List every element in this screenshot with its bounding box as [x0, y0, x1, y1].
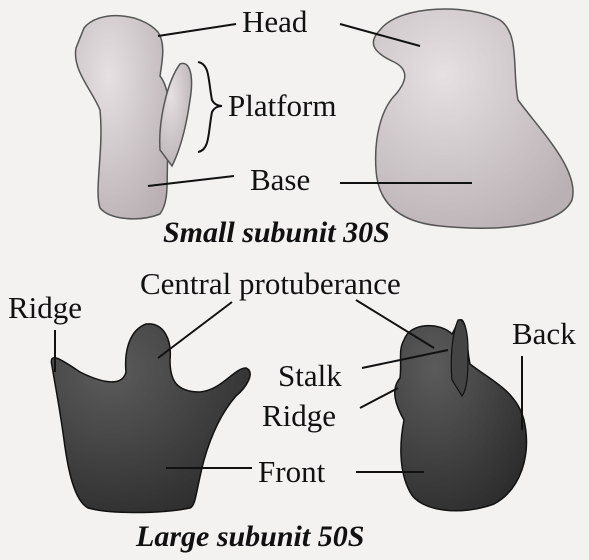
label-platform: Platform [228, 90, 337, 121]
label-ridge-center: Ridge [262, 400, 336, 431]
label-central-protuberance: Central protuberance [140, 268, 401, 299]
caption-small-subunit: Small subunit 30S [163, 218, 390, 248]
small-subunit-left-body [75, 16, 169, 219]
ridge-leader-center [360, 388, 398, 408]
small-subunit-platform [160, 63, 192, 166]
label-front: Front [258, 456, 325, 487]
platform-brace [198, 62, 222, 152]
label-back: Back [512, 318, 576, 349]
label-ridge-left: Ridge [8, 292, 82, 323]
head-leader-left [158, 24, 236, 36]
central-protuberance-leader-right [356, 300, 434, 348]
label-head: Head [242, 6, 307, 37]
label-stalk: Stalk [278, 360, 342, 391]
central-protuberance-leader-left [158, 302, 232, 358]
large-subunit-left-body [51, 324, 250, 513]
label-base: Base [250, 164, 310, 195]
caption-large-subunit: Large subunit 50S [136, 522, 364, 552]
